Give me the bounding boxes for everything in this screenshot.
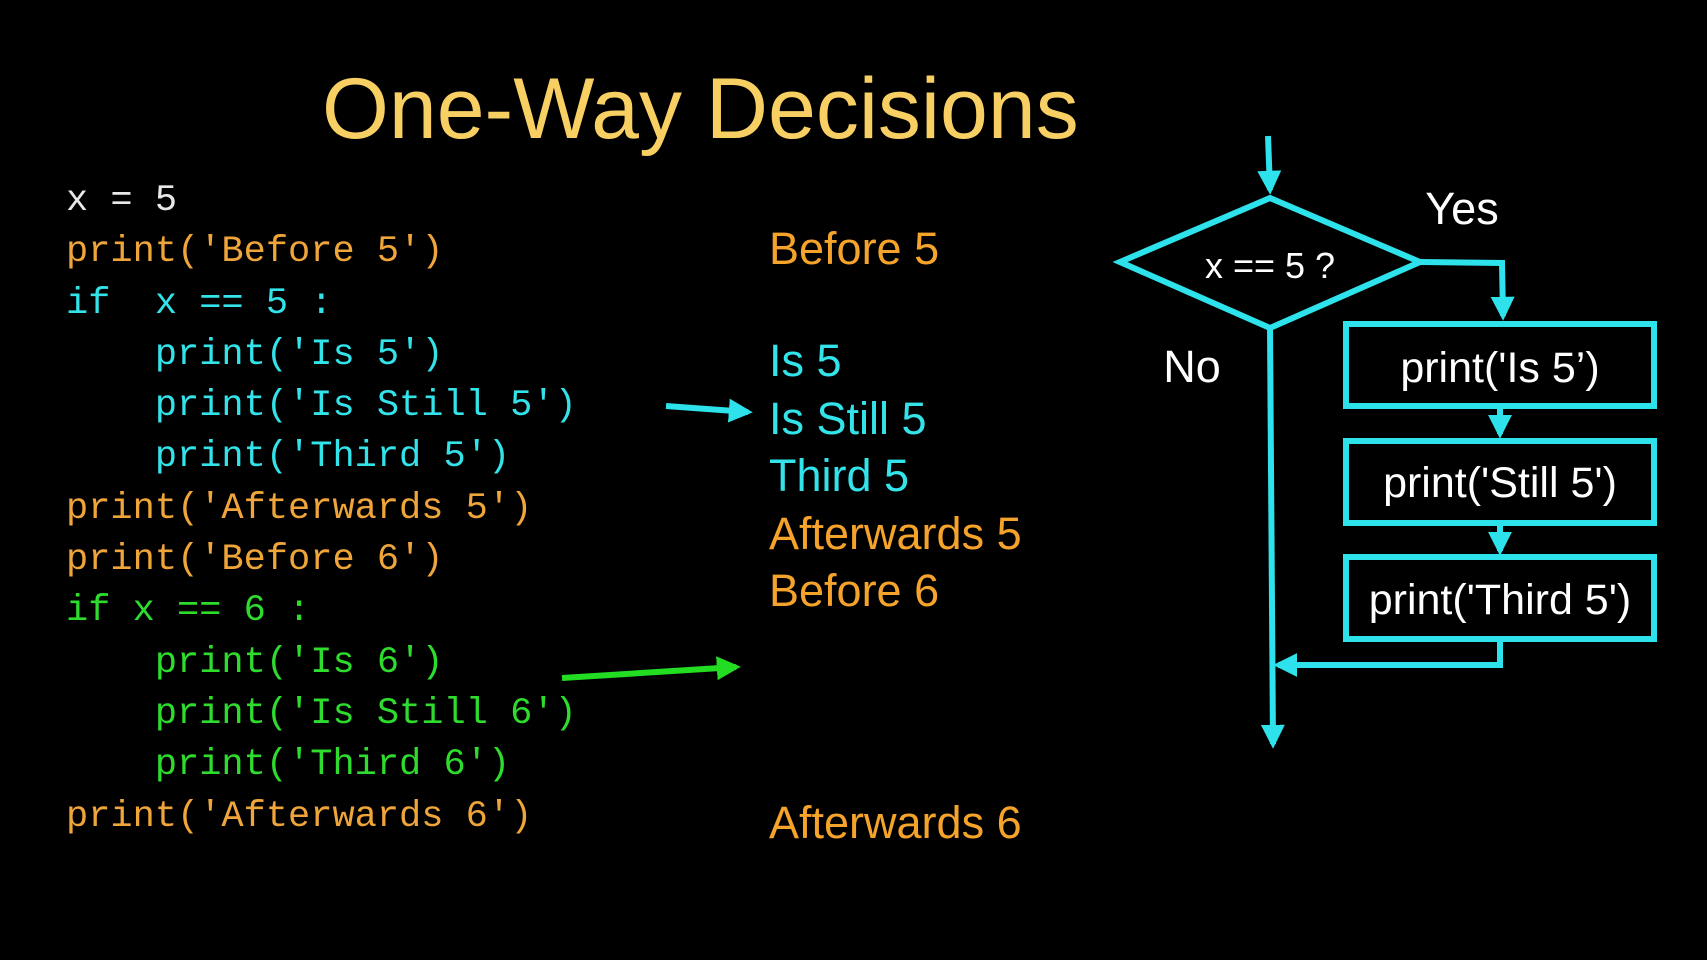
- code-line-print-before-5: print('Before 5'): [66, 231, 444, 274]
- code-line-if-x-6: if x == 6 :: [66, 590, 311, 633]
- yes-label: Yes: [1425, 183, 1498, 234]
- code-line-print-is-5: print('Is 5'): [66, 333, 444, 376]
- green-pointer-arrow: [561, 656, 741, 681]
- code-line-if-x-5: if x == 5 :: [66, 282, 333, 325]
- flowchart-entry-arrow: [1257, 135, 1282, 195]
- output-is-5: Is 5: [769, 335, 842, 386]
- no-label: No: [1163, 341, 1221, 392]
- output-is-still-5: Is Still 5: [769, 393, 927, 444]
- code-block: x = 5 print('Before 5') if x == 5 : print(…: [66, 176, 577, 843]
- process-box-is-5-label: print('Is 5’): [1400, 344, 1599, 392]
- output-before-6: Before 6: [769, 565, 940, 616]
- code-line-print-is-6: print('Is 6'): [66, 641, 444, 684]
- no-branch-arrow: [1260, 327, 1285, 749]
- output-afterwards-5: Afterwards 5: [769, 508, 1022, 559]
- code-line-print-is-still-5: print('Is Still 5'): [66, 385, 577, 428]
- process-box-still-5-label: print('Still 5'): [1383, 459, 1617, 507]
- code-line-print-before-6: print('Before 6'): [66, 539, 444, 582]
- process-box-third-5-label: print('Third 5'): [1369, 576, 1632, 624]
- yes-branch-arrow: [1419, 259, 1515, 321]
- code-line-print-third-6: print('Third 6'): [66, 744, 511, 787]
- code-line-print-afterwards-5: print('Afterwards 5'): [66, 487, 533, 530]
- code-line-print-afterwards-6: print('Afterwards 6'): [66, 795, 533, 838]
- output-afterwards-6: Afterwards 6: [769, 797, 1022, 848]
- slide-title: One-Way Decisions: [322, 61, 1079, 157]
- output-before-5: Before 5: [769, 223, 940, 274]
- decision-label: x == 5 ?: [1205, 245, 1335, 286]
- output-third-5: Third 5: [769, 450, 910, 501]
- code-line-print-third-5: print('Third 5'): [66, 436, 511, 479]
- merge-arrow: [1273, 639, 1503, 677]
- cyan-pointer-arrow: [665, 398, 753, 423]
- code-line-assign: x = 5: [66, 180, 178, 222]
- flowchart: x == 5 ? Yes No print('Is 5’) print('Sti…: [1112, 135, 1657, 749]
- code-line-print-is-still-6: print('Is Still 6'): [66, 692, 577, 735]
